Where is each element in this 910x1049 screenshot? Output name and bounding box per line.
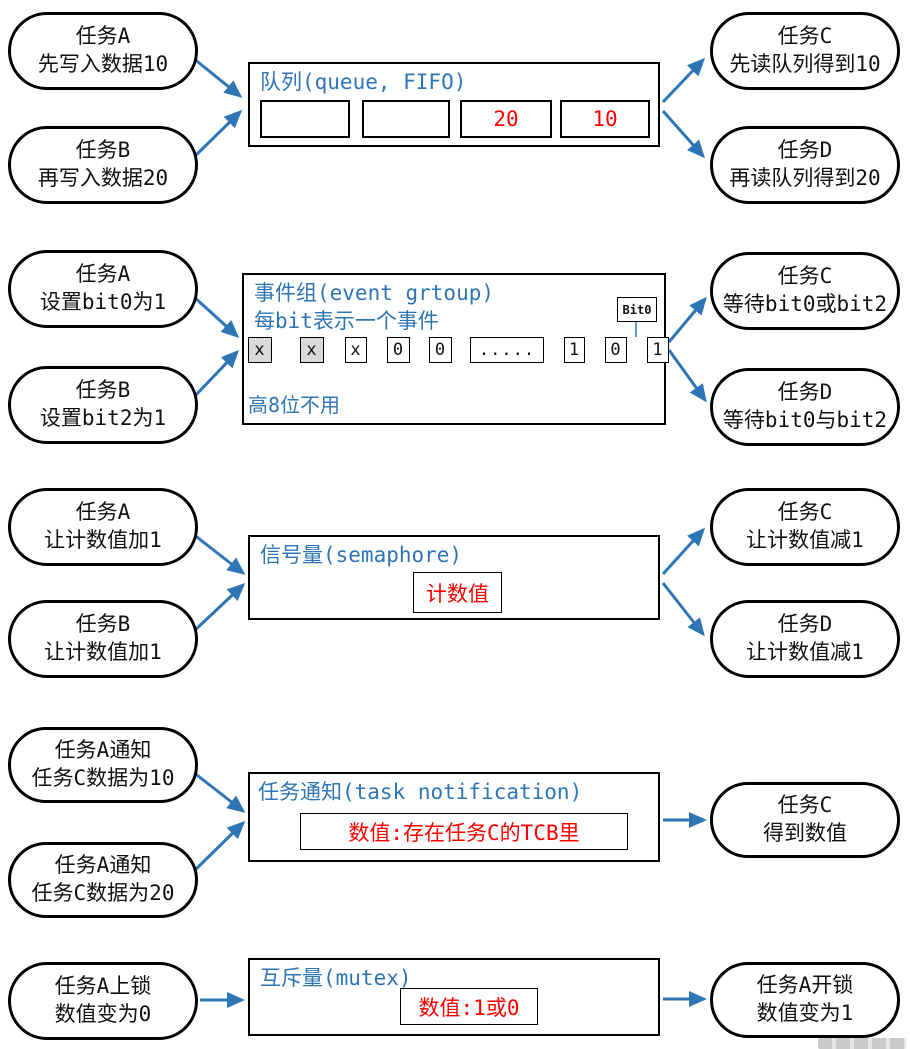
queue-cell-empty-1 <box>260 100 350 138</box>
task-action: 再读队列得到20 <box>729 166 881 190</box>
mutex-value: 数值:1或0 <box>400 988 538 1025</box>
task-action: 等待bit0与bit2 <box>722 408 888 432</box>
task-action: 让计数值减1 <box>746 528 864 552</box>
arrow-r3-a <box>192 532 246 575</box>
queue-cell-empty-2 <box>362 100 450 138</box>
semaphore-title: 信号量(semaphore) <box>260 543 463 567</box>
arrow-r1-a <box>192 56 243 98</box>
task-node-event-waiter-d: 任务D 等待bit0与bit2 <box>710 368 900 446</box>
task-action: 数值变为1 <box>756 1001 854 1025</box>
event-group-title: 事件组(event grtoup) <box>254 281 495 305</box>
arrow-r4-a <box>192 770 246 813</box>
task-action: 任务C数据为10 <box>31 766 175 790</box>
task-node-notify-receiver-c: 任务C 得到数值 <box>710 782 900 858</box>
bit0-callout-line <box>635 322 637 337</box>
arrow-r4-b <box>191 820 246 874</box>
semaphore-count-value: 计数值 <box>413 572 502 613</box>
watermark <box>818 1038 906 1049</box>
task-action: 让计数值减1 <box>746 640 864 664</box>
task-label: 任务A通知 <box>54 738 152 763</box>
task-node-event-setter-a: 任务A 设置bit0为1 <box>8 250 198 328</box>
task-action: 先写入数据10 <box>37 52 169 76</box>
task-label: 任务D <box>777 138 833 163</box>
task-node-notify-10: 任务A通知 任务C数据为10 <box>8 727 198 803</box>
task-node-queue-writer-a: 任务A 先写入数据10 <box>8 12 198 90</box>
task-action: 设置bit2为1 <box>39 406 167 430</box>
task-label: 任务B <box>75 138 131 163</box>
task-label: 任务A通知 <box>54 853 152 878</box>
bit-cell-dots: ..... <box>470 337 544 363</box>
arrow-r2-a <box>191 294 240 339</box>
semaphore-box: 信号量(semaphore) 计数值 <box>248 535 660 620</box>
queue-cell-10: 10 <box>560 100 650 138</box>
event-group-box: 事件组(event grtoup) 每bit表示一个事件 x x x 0 0 .… <box>242 273 669 425</box>
queue-cell-20: 20 <box>460 100 552 138</box>
task-action: 先读队列得到10 <box>729 52 881 76</box>
high-bits-note: 高8位不用 <box>248 393 341 417</box>
task-node-sem-give-a: 任务A 让计数值加1 <box>8 488 198 566</box>
queue-box: 队列(queue, FIFO) 20 10 <box>248 62 660 147</box>
task-notification-box: 任务通知(task notification) 数值:存在任务C的TCB里 <box>248 772 660 862</box>
task-label: 任务A <box>75 500 131 525</box>
task-node-notify-20: 任务A通知 任务C数据为20 <box>8 842 198 918</box>
task-notification-title: 任务通知(task notification) <box>258 780 583 804</box>
arrow-r2-c <box>667 296 707 343</box>
task-action: 任务C数据为20 <box>31 881 175 905</box>
task-action: 让计数值加1 <box>44 640 162 664</box>
mutex-box: 互斥量(mutex) 数值:1或0 <box>248 958 660 1036</box>
task-node-queue-reader-d: 任务D 再读队列得到20 <box>710 126 900 204</box>
task-label: 任务C <box>777 24 833 49</box>
task-action: 让计数值加1 <box>44 528 162 552</box>
task-label: 任务A <box>75 262 131 287</box>
task-label: 任务D <box>777 612 833 637</box>
mutex-title: 互斥量(mutex) <box>260 966 412 990</box>
bit-cell-0c: 0 <box>605 337 627 363</box>
queue-title: 队列(queue, FIFO) <box>260 70 467 94</box>
arrow-r1-b <box>191 109 243 160</box>
task-label: 任务C <box>777 264 833 289</box>
bit-cell-x2: x <box>300 337 324 363</box>
task-node-sem-give-b: 任务B 让计数值加1 <box>8 600 198 678</box>
bit-cell-1a: 1 <box>564 337 585 363</box>
arrow-r2-b <box>191 349 240 400</box>
task-node-event-waiter-c: 任务C 等待bit0或bit2 <box>710 252 900 330</box>
bit-cell-0b: 0 <box>429 337 452 363</box>
task-label: 任务A上锁 <box>54 974 152 999</box>
notification-value: 数值:存在任务C的TCB里 <box>300 813 628 850</box>
task-action: 等待bit0或bit2 <box>722 292 888 316</box>
arrow-r2-d <box>667 349 707 403</box>
task-label: 任务B <box>75 378 131 403</box>
task-label: 任务C <box>777 500 833 525</box>
task-node-mutex-lock: 任务A上锁 数值变为0 <box>8 962 198 1040</box>
task-action: 设置bit0为1 <box>39 290 167 314</box>
task-node-queue-writer-b: 任务B 再写入数据20 <box>8 126 198 204</box>
event-group-subtitle: 每bit表示一个事件 <box>254 309 439 333</box>
task-label: 任务A <box>75 24 131 49</box>
arrow-r3-b <box>191 582 246 634</box>
bit-cell-x3: x <box>345 337 367 363</box>
bit-cell-0a: 0 <box>387 337 410 363</box>
arrow-r3-d <box>661 582 705 637</box>
task-label: 任务A开锁 <box>756 973 854 998</box>
task-node-sem-take-c: 任务C 让计数值减1 <box>710 488 900 566</box>
task-action: 数值变为0 <box>54 1002 152 1026</box>
task-label: 任务D <box>777 380 833 405</box>
task-label: 任务B <box>75 612 131 637</box>
task-node-event-setter-b: 任务B 设置bit2为1 <box>8 366 198 444</box>
arrow-r1-c <box>661 57 706 104</box>
bit0-callout-label: Bit0 <box>617 297 657 322</box>
task-label: 任务C <box>777 793 833 818</box>
arrow-r1-d <box>661 110 705 159</box>
task-node-mutex-unlock: 任务A开锁 数值变为1 <box>710 962 900 1038</box>
task-node-sem-take-d: 任务D 让计数值减1 <box>710 600 900 678</box>
task-action: 得到数值 <box>763 821 847 845</box>
task-node-queue-reader-c: 任务C 先读队列得到10 <box>710 12 900 90</box>
bit-cell-x1: x <box>248 337 272 363</box>
task-action: 再写入数据20 <box>37 166 169 190</box>
bit-cell-bit0: 1 <box>647 337 669 363</box>
arrow-r3-c <box>661 527 706 576</box>
